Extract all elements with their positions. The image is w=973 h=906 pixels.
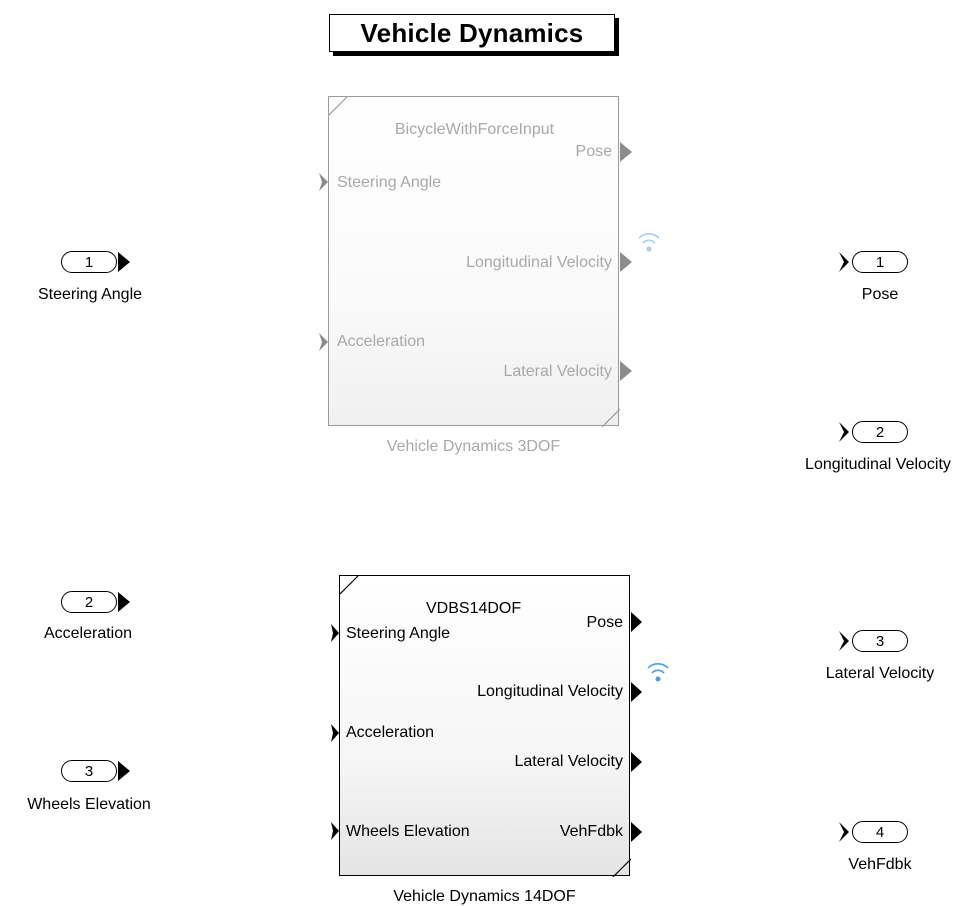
port-arrow-icon[interactable] <box>330 723 342 743</box>
output-port-label-vehfdbk: VehFdbk <box>559 823 623 840</box>
port-arrow-icon <box>839 252 849 272</box>
port-arrow-icon <box>839 422 849 442</box>
output-port-label-lateral-velocity: Lateral Velocity <box>514 753 623 770</box>
output-port-label-pose: Pose <box>586 614 623 631</box>
diagram-title[interactable]: Vehicle Dynamics <box>329 14 615 52</box>
vehicle-dynamics-3dof-block[interactable]: BicycleWithForceInput Pose Steering Angl… <box>328 96 620 427</box>
block-corner-icon <box>329 97 620 427</box>
signal-broadcast-icon <box>638 233 660 252</box>
block-corner-icon <box>340 576 631 877</box>
port-arrow-icon[interactable] <box>630 611 644 633</box>
port-arrow-icon[interactable] <box>318 172 332 192</box>
inport-1[interactable]: 1 <box>61 251 117 273</box>
port-arrow-icon <box>118 252 130 272</box>
port-arrow-icon[interactable] <box>619 360 635 382</box>
output-port-label-longitudinal-velocity: Longitudinal Velocity <box>466 254 612 271</box>
block-variant-name: BicycleWithForceInput <box>394 121 555 138</box>
vehicle-dynamics-14dof-block[interactable]: VDBS14DOF Pose Steering Angle Longitudin… <box>339 575 631 877</box>
block-name-label: Vehicle Dynamics 3DOF <box>386 438 561 455</box>
input-port-label-acceleration: Acceleration <box>337 333 426 350</box>
output-port-label-longitudinal-velocity: Longitudinal Velocity <box>477 683 623 700</box>
output-port-label-lateral-velocity: Lateral Velocity <box>503 363 612 380</box>
signal-broadcast-icon <box>647 663 669 682</box>
input-port-label-wheels-elevation: Wheels Elevation <box>346 823 470 840</box>
block-variant-name: VDBS14DOF <box>426 600 522 617</box>
port-arrow-icon[interactable] <box>330 623 342 643</box>
port-arrow-icon[interactable] <box>318 332 332 352</box>
port-arrow-icon <box>839 631 849 651</box>
inport-3[interactable]: 3 <box>61 760 117 782</box>
port-arrow-icon <box>839 822 849 842</box>
outport-2[interactable]: 2 <box>852 421 908 443</box>
outport-3[interactable]: 3 <box>852 630 908 652</box>
port-arrow-icon[interactable] <box>630 681 644 703</box>
input-port-label-steering-angle: Steering Angle <box>346 625 451 642</box>
outport-label-pose: Pose <box>861 286 899 303</box>
port-arrow-icon[interactable] <box>630 751 644 773</box>
port-arrow-icon <box>118 592 130 612</box>
outport-label-longitudinal-velocity: Longitudinal Velocity <box>805 456 951 473</box>
inport-2[interactable]: 2 <box>61 591 117 613</box>
port-arrow-icon <box>118 761 130 781</box>
block-name-label: Vehicle Dynamics 14DOF <box>393 888 576 905</box>
inport-label-steering-angle: Steering Angle <box>37 286 143 303</box>
output-port-label-pose: Pose <box>575 143 612 160</box>
port-arrow-icon[interactable] <box>630 821 644 843</box>
outport-1[interactable]: 1 <box>852 251 908 273</box>
outport-4[interactable]: 4 <box>852 821 908 843</box>
inport-label-wheels-elevation: Wheels Elevation <box>27 796 151 813</box>
port-arrow-icon[interactable] <box>619 251 635 273</box>
port-arrow-icon[interactable] <box>619 141 635 163</box>
port-arrow-icon[interactable] <box>330 821 342 841</box>
outport-label-vehfdbk: VehFdbk <box>848 856 912 873</box>
input-port-label-acceleration: Acceleration <box>346 724 435 741</box>
input-port-label-steering-angle: Steering Angle <box>337 174 442 191</box>
inport-label-acceleration: Acceleration <box>43 625 133 642</box>
outport-label-lateral-velocity: Lateral Velocity <box>825 665 935 682</box>
